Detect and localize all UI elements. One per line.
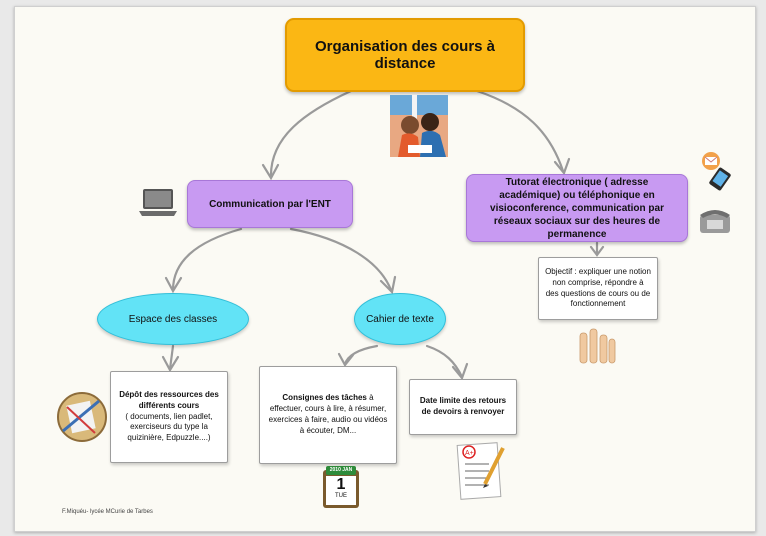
consignes-title: Consignes des tâches [282, 393, 367, 403]
tutorat-label: Tutorat électronique ( adresse académiqu… [490, 176, 664, 240]
arrow-ent-to-cahier [289, 227, 393, 292]
laptop-icon [139, 189, 177, 216]
depot-box[interactable]: Dépôt des ressources des différents cour… [110, 371, 228, 463]
calendar-year: 2010 [329, 467, 341, 473]
calendar-day: 1 [336, 476, 346, 493]
email-phone-icon [702, 152, 731, 191]
school-supplies-icon [57, 392, 107, 442]
arrow-root-to-ent [269, 89, 353, 179]
espace-classes-node[interactable]: Espace des classes [97, 293, 249, 345]
tutorat-node[interactable]: Tutorat électronique ( adresse académiqu… [466, 174, 688, 242]
arrow-root-to-tutorat [475, 89, 565, 173]
depot-title: Dépôt des ressources des différents cour… [119, 390, 219, 410]
objectif-box[interactable]: Objectif : expliquer une notion non comp… [538, 257, 658, 320]
arrow-root-head-tutorat [553, 157, 571, 176]
grade-mark: A+ [465, 450, 474, 457]
ent-node[interactable]: Communication par l'ENT [187, 180, 353, 228]
arrow-cahier-head-date [451, 362, 469, 381]
depot-body: ( documents, lien padlet, exerciseurs du… [125, 411, 213, 443]
graded-test-icon: A+ [456, 442, 505, 500]
mind-map-canvas: Organisation des cours à distance Commun… [14, 6, 756, 532]
date-limite-box[interactable]: Date limite des retours de devoirs à ren… [409, 379, 517, 435]
cahier-label: Cahier de texte [366, 313, 434, 325]
desk-phone-icon [700, 210, 730, 233]
cahier-texte-node[interactable]: Cahier de texte [354, 293, 446, 345]
calendar-month: JAN [342, 467, 353, 473]
arrow-ent-to-espace [171, 227, 243, 292]
arrow-espace-head-depot [161, 355, 180, 373]
arrow-cahier-head-consignes [337, 352, 355, 367]
consignes-box[interactable]: Consignes des tâches à effectuer, cours … [259, 366, 397, 464]
credit-label: F.Miquéu- lycée MCurie de Tarbes [62, 509, 153, 515]
consignes-body: à effectuer, cours à lire, à résumer, ex… [268, 393, 388, 435]
ent-label: Communication par l'ENT [209, 198, 331, 210]
date-label: Date limite des retours de devoirs à ren… [419, 396, 507, 416]
arrow-cahier-to-consignes [343, 344, 379, 366]
calendar-icon: 2010 JAN 1 TUE [323, 466, 359, 510]
arrow-tutorat-head-objectif [589, 245, 605, 257]
arrow-ent-head-cahier [379, 275, 397, 295]
raised-hands-icon [579, 328, 616, 364]
root-label: Organisation des cours à distance [314, 38, 496, 72]
connector-arrows [161, 89, 605, 381]
arrow-ent-head-espace [164, 276, 183, 294]
students-photo-icon [390, 95, 448, 157]
arrow-cahier-to-date [425, 344, 464, 379]
arrow-root-head-ent [261, 163, 280, 181]
arrow-espace-to-depot [168, 344, 175, 371]
objectif-label: Objectif : expliquer une notion non comp… [545, 266, 651, 309]
espace-label: Espace des classes [128, 313, 218, 325]
calendar-weekday: TUE [335, 493, 347, 499]
root-node[interactable]: Organisation des cours à distance [285, 18, 525, 92]
